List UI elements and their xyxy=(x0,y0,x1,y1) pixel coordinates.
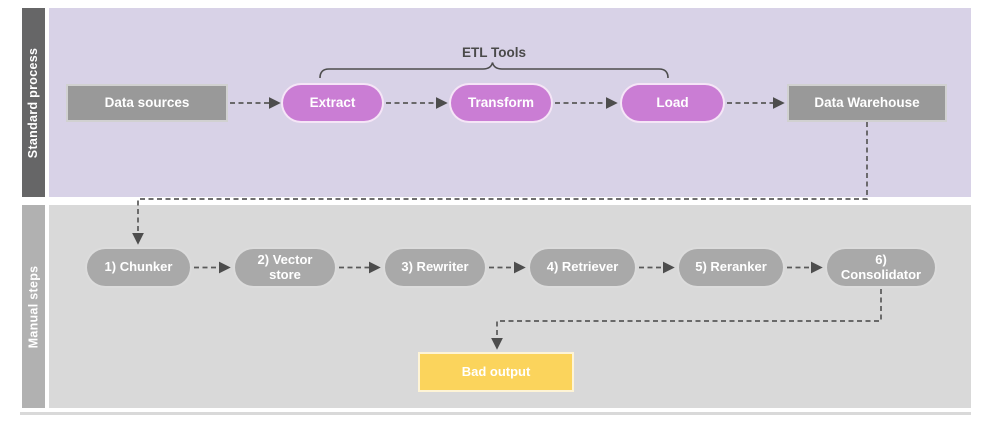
bottom-divider xyxy=(20,412,971,415)
lane-label-standard-process: Standard process xyxy=(22,8,45,197)
etl-tools-label: ETL Tools xyxy=(462,45,526,60)
node-reranker: 5) Reranker xyxy=(677,247,785,288)
node-extract: Extract xyxy=(281,83,384,123)
lane-label-manual-steps: Manual steps xyxy=(22,205,45,408)
node-label: 5) Reranker xyxy=(695,259,767,275)
node-label: Data sources xyxy=(104,95,190,111)
node-label: 6) Consolidator xyxy=(840,251,922,282)
node-transform: Transform xyxy=(449,83,553,123)
node-load: Load xyxy=(620,83,725,123)
node-vector-store: 2) Vector store xyxy=(233,247,337,288)
node-label: Load xyxy=(656,95,689,111)
lane-label-text: Standard process xyxy=(26,47,41,158)
node-rewriter: 3) Rewriter xyxy=(383,247,487,288)
node-bad-output: Bad output xyxy=(418,352,574,392)
node-label: 1) Chunker xyxy=(104,259,173,275)
node-chunker: 1) Chunker xyxy=(85,247,192,288)
node-label: 4) Retriever xyxy=(546,259,619,275)
node-label: Transform xyxy=(467,95,535,111)
node-label: Extract xyxy=(309,95,356,111)
lane-label-text: Manual steps xyxy=(26,265,41,348)
node-label: 3) Rewriter xyxy=(401,259,469,275)
node-consolidator: 6) Consolidator xyxy=(825,247,937,288)
node-label: Bad output xyxy=(461,363,531,379)
node-label: Data Warehouse xyxy=(814,95,920,111)
node-label: 2) Vector store xyxy=(257,251,313,282)
node-data-warehouse: Data Warehouse xyxy=(787,84,947,122)
node-data-sources: Data sources xyxy=(66,84,228,122)
node-retriever: 4) Retriever xyxy=(528,247,637,288)
